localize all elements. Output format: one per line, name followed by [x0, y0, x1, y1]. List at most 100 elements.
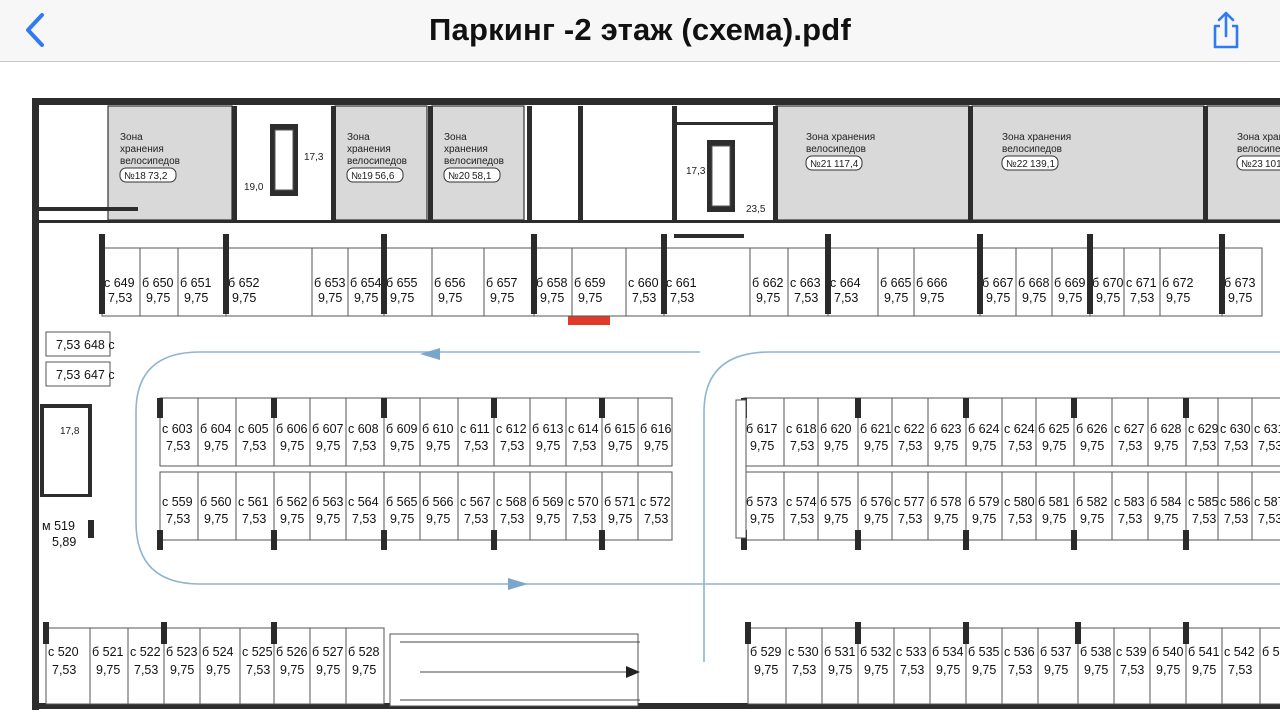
spot-number: 647 с	[84, 368, 115, 382]
spot-area: 9,75	[204, 512, 228, 526]
bike-storage-zone	[431, 105, 525, 221]
interior-wall	[674, 234, 744, 238]
room-area: 19,0	[244, 182, 264, 193]
spot-area: 9,75	[232, 291, 256, 305]
parking-spot	[457, 471, 495, 541]
spot-area: 7,53	[644, 512, 668, 526]
spot-area: 7,53	[464, 512, 488, 526]
parking-spot	[1123, 247, 1161, 317]
parking-spot	[1259, 627, 1280, 705]
spot-area: 9,75	[972, 512, 996, 526]
spot-number: с 536	[1004, 645, 1035, 659]
parking-spot	[309, 471, 347, 541]
spot-area: 7,53	[1258, 439, 1280, 453]
spot-area: 7,53	[790, 439, 814, 453]
column-pillar	[745, 622, 751, 644]
parking-spot	[625, 247, 665, 317]
spot-number: б 524	[202, 645, 234, 659]
parking-spot	[785, 627, 823, 705]
room-area: 17,3	[686, 166, 706, 177]
parking-spot	[601, 397, 639, 467]
zone-label: Зона	[444, 132, 467, 143]
spot-area: 7,53	[670, 291, 694, 305]
spot-number: с 583	[1114, 495, 1145, 509]
spot-area: 9,75	[390, 439, 414, 453]
share-button[interactable]	[1208, 8, 1244, 52]
bike-storage-zone	[775, 105, 970, 221]
spot-number: б 657	[486, 276, 518, 290]
parking-spot	[1185, 471, 1219, 541]
spot-area: 9,75	[96, 663, 120, 677]
parking-spot	[1149, 627, 1187, 705]
zone-number: №21	[810, 159, 832, 170]
zone-number: №22	[1006, 159, 1028, 170]
spot-number: с 586	[1220, 495, 1251, 509]
spot-number: б 625	[1038, 422, 1070, 436]
parking-spot	[311, 247, 349, 317]
parking-spot	[637, 397, 673, 467]
column-pillar	[491, 530, 497, 550]
zone-area: 73,2	[148, 171, 168, 182]
interior-wall	[40, 494, 92, 497]
spot-area: 9,75	[280, 663, 304, 677]
spot-area: 9,75	[934, 439, 958, 453]
spot-number: с 568	[496, 495, 527, 509]
spot-area: 9,75	[644, 439, 668, 453]
column-pillar	[661, 234, 667, 314]
spot-number: б 571	[604, 495, 636, 509]
spot-number: б 579	[968, 495, 1000, 509]
spot-number: с 564	[348, 495, 379, 509]
spot-number: б 532	[860, 645, 892, 659]
column-pillar	[1071, 530, 1077, 550]
spot-number: б 560	[200, 495, 232, 509]
spot-number: б 623	[930, 422, 962, 436]
spot-area: 9,75	[1042, 439, 1066, 453]
spot-number: б 659	[574, 276, 606, 290]
spot-area: 7,53	[1008, 439, 1032, 453]
zone-label: хранения	[120, 144, 164, 155]
spot-number: с 574	[786, 495, 817, 509]
spot-area: 7,53	[352, 512, 376, 526]
spot-area: 9,75	[1044, 663, 1068, 677]
spot-number: б 537	[1040, 645, 1072, 659]
back-button[interactable]	[18, 10, 52, 50]
parking-spot	[139, 247, 179, 317]
parking-spot	[565, 471, 603, 541]
spot-number: б 652	[228, 276, 260, 290]
spot-area: 9,75	[1192, 663, 1216, 677]
spot-area: 7,53	[1118, 512, 1142, 526]
spot-number: с 585	[1188, 495, 1219, 509]
parking-spot	[857, 627, 895, 705]
spot-area: 7,53	[246, 663, 270, 677]
spot-number: б 562	[276, 495, 308, 509]
spot-area: 9,75	[824, 439, 848, 453]
spot-area: 9,75	[426, 512, 450, 526]
spot-area: 7,53	[500, 439, 524, 453]
parking-spot	[1001, 627, 1039, 705]
parking-spot	[345, 471, 385, 541]
parking-spot	[225, 247, 313, 317]
column-pillar	[741, 530, 747, 550]
spot-number: с 622	[894, 422, 925, 436]
spot-number: б 610	[422, 422, 454, 436]
column-pillar	[977, 234, 983, 314]
spot-number: б 582	[1076, 495, 1108, 509]
location-marker	[568, 316, 610, 325]
parking-spot	[1111, 397, 1149, 467]
parking-spot	[383, 247, 433, 317]
bike-storage-zone	[334, 105, 428, 221]
spot-area: 7,53	[1008, 512, 1032, 526]
outer-wall-left	[32, 98, 39, 710]
spot-number: б 576	[860, 495, 892, 509]
spot-number: б 656	[434, 276, 466, 290]
spot-number: с 530	[788, 645, 819, 659]
spot-area: 9,75	[438, 291, 462, 305]
spot-area: 9,75	[390, 291, 414, 305]
parking-spot	[877, 247, 915, 317]
zone-number-badge	[1236, 155, 1280, 171]
spot-number: б 581	[1038, 495, 1070, 509]
spot-number: б 527	[312, 645, 344, 659]
route-arrow-icon	[508, 578, 528, 590]
parking-spot	[1051, 247, 1091, 317]
